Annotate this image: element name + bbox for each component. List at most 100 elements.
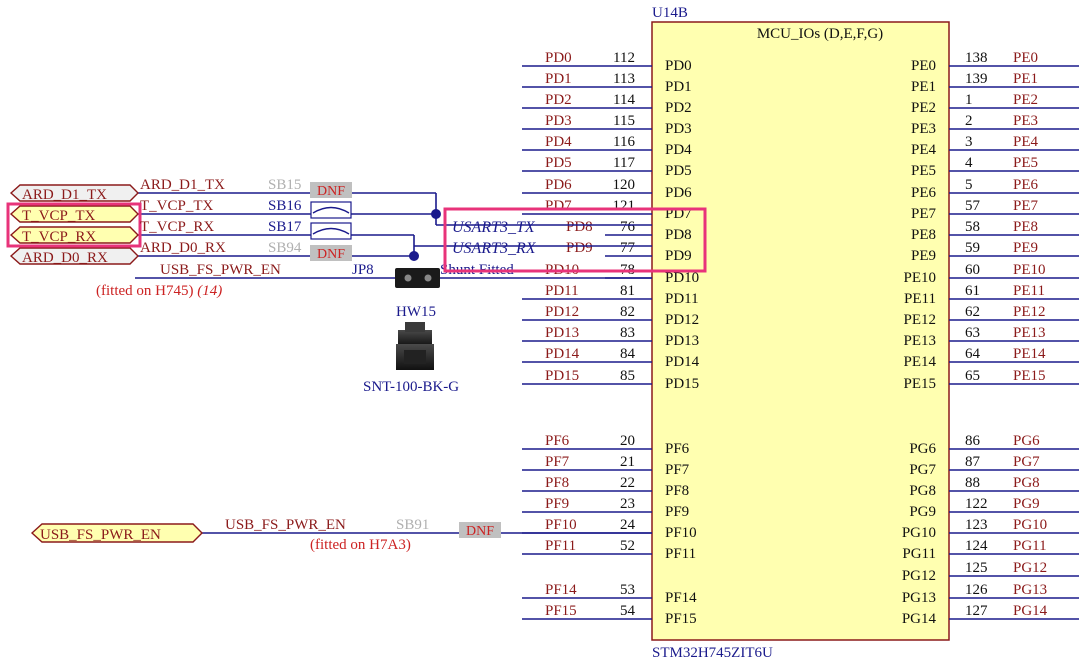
highlight-vcp-ports: [6, 202, 142, 248]
net-label: PE11: [1013, 283, 1045, 299]
net-t-vcp-tx: T_VCP_TX: [140, 198, 214, 214]
sb91-ref: SB91: [396, 517, 429, 533]
net-label: PE1: [1013, 71, 1038, 87]
pin-name: PD2: [665, 100, 692, 116]
note-fitted-h745: (fitted on H745) (14): [96, 283, 222, 299]
pin-name: PE4: [911, 142, 937, 158]
mcu-body[interactable]: [651, 21, 950, 641]
pin-number: 2: [965, 113, 973, 129]
port-t-vcp-tx[interactable]: T_VCP_TX: [9, 205, 139, 224]
port-ard-d0-rx[interactable]: ARD_D0_RX: [9, 247, 139, 266]
net-label: PG9: [1013, 496, 1040, 512]
net-label: PF14: [545, 582, 577, 598]
pin-number: 59: [965, 240, 980, 256]
port-usb-fs-pwr-en[interactable]: USB_FS_PWR_EN: [30, 523, 203, 543]
pin-number: 87: [965, 454, 981, 470]
net-usb-fs-pwr-en-bottom: USB_FS_PWR_EN: [225, 517, 346, 533]
pin-name: PE0: [911, 58, 936, 74]
port-t-vcp-rx[interactable]: T_VCP_RX: [9, 226, 139, 245]
sb17-bridge[interactable]: [310, 222, 352, 240]
pin-name: PD11: [665, 291, 699, 307]
net-label: PD4: [545, 134, 572, 150]
jp8-jumper[interactable]: [395, 268, 440, 288]
sb16-bridge[interactable]: [310, 201, 352, 219]
pin-number: 120: [613, 177, 636, 193]
net-label: PE2: [1013, 92, 1038, 108]
sb15-dnf[interactable]: DNF: [310, 182, 352, 199]
left-wiring: [133, 192, 652, 534]
net-label: PE14: [1013, 346, 1046, 362]
pin-name: PD1: [665, 79, 692, 95]
pin-name: PD4: [665, 142, 692, 158]
pin-number: 86: [965, 433, 981, 449]
pin-number: 65: [965, 368, 980, 384]
pin-name: PE15: [903, 376, 936, 392]
pin-number: 53: [620, 582, 635, 598]
pin-number: 115: [613, 113, 635, 129]
sb94-dnf[interactable]: DNF: [310, 245, 352, 262]
pin-name: PD5: [665, 163, 692, 179]
pin-name: PE10: [903, 270, 936, 286]
net-label: PD13: [545, 325, 579, 341]
sb91-dnf[interactable]: DNF: [459, 522, 501, 539]
pin-number: 112: [613, 50, 635, 66]
net-label: PD1: [545, 71, 572, 87]
jumper-shunt-icon: [396, 322, 434, 370]
net-label: PG6: [1013, 433, 1040, 449]
net-label: PE7: [1013, 198, 1039, 214]
pin-name: PG11: [902, 546, 936, 562]
pin-name: PG8: [909, 483, 936, 499]
pin-number: 125: [965, 560, 988, 576]
pin-name: PE7: [911, 206, 937, 222]
port-ard-d1-tx[interactable]: ARD_D1_TX: [9, 184, 139, 203]
net-label: PE15: [1013, 368, 1046, 384]
net-label: PD9: [566, 240, 593, 256]
